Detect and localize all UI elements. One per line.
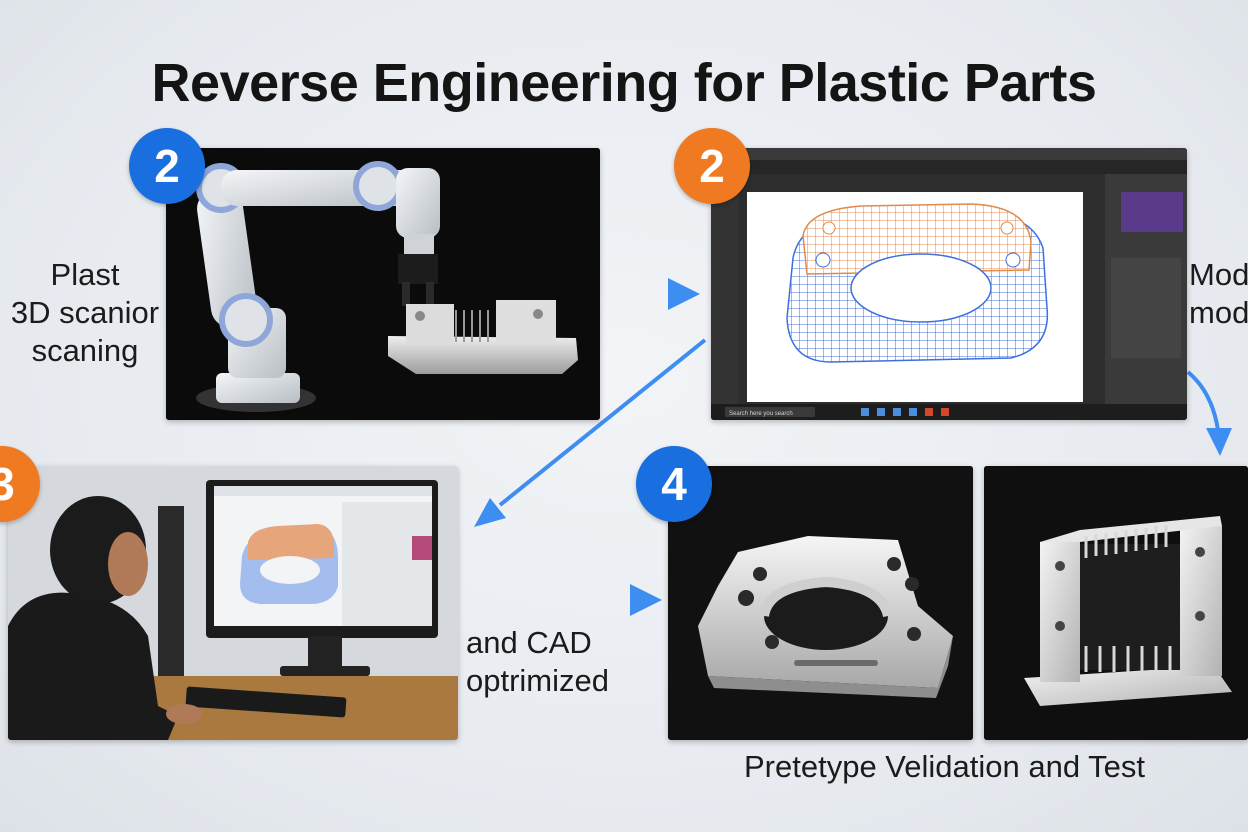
scanning-photo	[166, 148, 600, 420]
cad-workstation-photo	[8, 466, 458, 740]
arrow-icon	[463, 584, 662, 616]
step-badge-4: 4	[636, 446, 712, 522]
step-2-label-line: mod	[1189, 295, 1248, 330]
step-1-label-line: Plast	[50, 257, 120, 292]
part-photo-icon	[668, 466, 973, 740]
prototype-photo-1	[668, 466, 973, 740]
robot-arm-icon	[166, 148, 600, 420]
prototype-photo-2	[984, 466, 1248, 740]
step-badge-1: 2	[129, 128, 205, 204]
step-4-label-line: Pretetype Velidation and Test	[744, 749, 1145, 784]
step-2-label: Mod mod	[1189, 256, 1248, 332]
step-3-label-line: optrimized	[466, 663, 609, 698]
workstation-icon	[8, 466, 458, 740]
taskbar-search[interactable]: Search here you search	[729, 411, 793, 417]
step-1-label-line: scaning	[31, 333, 139, 368]
cad-window-icon: Search here you search	[711, 148, 1187, 420]
step-1-label-line: 3D scanior	[10, 295, 160, 330]
part-photo-icon	[984, 466, 1248, 740]
step-4-label: Pretetype Velidation and Test	[744, 748, 1145, 786]
arrow-icon	[600, 278, 700, 310]
step-3-label-line: and CAD	[466, 625, 592, 660]
step-2-label-line: Mod	[1189, 257, 1248, 292]
arrow-icon	[474, 338, 707, 527]
arrow-icon	[1186, 370, 1232, 456]
step-badge-2: 2	[674, 128, 750, 204]
cad-software-screenshot: Search here you search	[711, 148, 1187, 420]
page-title: Reverse Engineering for Plastic Parts	[151, 53, 1097, 113]
step-1-label: Plast 3D scanior scaning	[10, 256, 160, 370]
step-3-label: and CAD optrimized	[466, 624, 609, 700]
